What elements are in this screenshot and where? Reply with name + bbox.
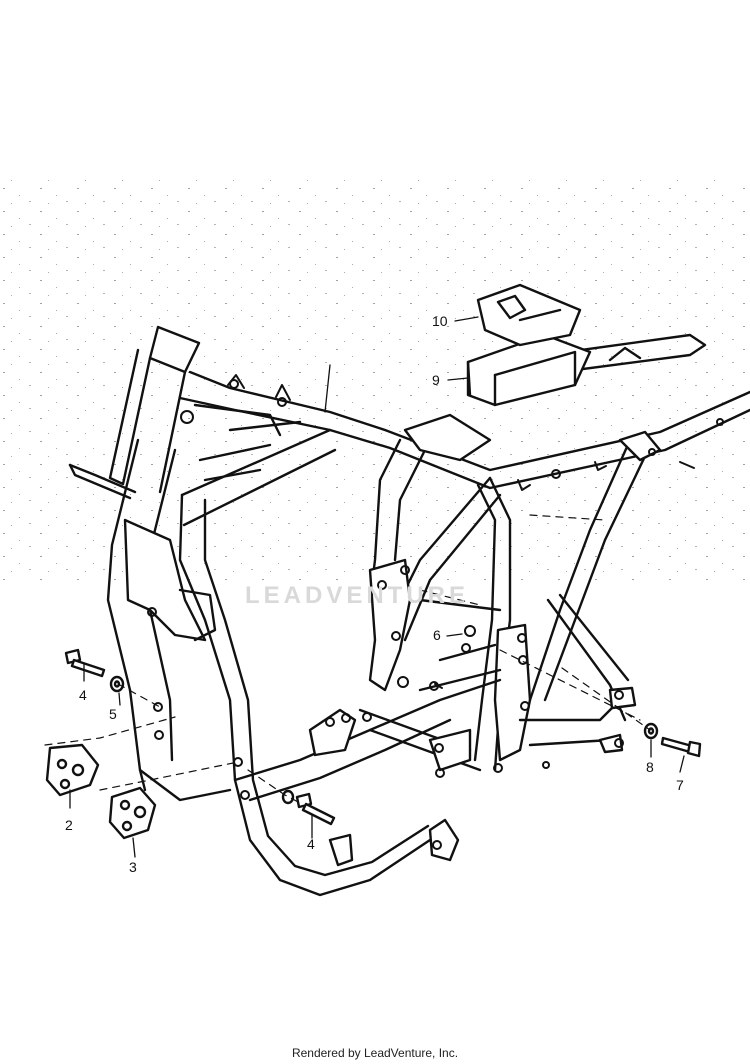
- plate-part-3: [108, 786, 157, 840]
- callout-3: 3: [129, 859, 137, 875]
- mounting-tabs: [308, 686, 637, 867]
- callout-5: 5: [109, 706, 117, 722]
- scan-noise: [0, 180, 750, 580]
- battery-box: [466, 333, 592, 407]
- callout-4-bottom: 4: [307, 836, 315, 852]
- washer-part-8: [643, 722, 659, 740]
- lower-cradle: [233, 598, 622, 802]
- callout-4-left: 4: [79, 687, 87, 703]
- callout-7: 7: [676, 777, 684, 793]
- washer-part-5: [109, 675, 125, 693]
- callout-8: 8: [646, 759, 654, 775]
- watermark: LEADVENTURE: [245, 582, 470, 609]
- washer-bottom: [281, 789, 295, 805]
- plate-part-2: [45, 743, 100, 797]
- callout-2: 2: [65, 817, 73, 833]
- bolt-part-4-bottom: [295, 792, 336, 826]
- assembly-dash-lines: [44, 514, 651, 804]
- callout-6: 6: [433, 627, 441, 643]
- steering-head: [68, 325, 201, 500]
- footer-credit: Rendered by LeadVenture, Inc.: [291, 1046, 459, 1060]
- frame-mount-holes: [147, 379, 724, 850]
- upper-rail: [543, 333, 707, 374]
- front-gusset: [123, 518, 217, 642]
- callout-9: 9: [432, 372, 440, 388]
- bolt-part-7: [660, 736, 702, 758]
- top-tube-brackets: [227, 374, 695, 689]
- bolt-part-4-left: [64, 648, 106, 678]
- tray-bracket: [403, 413, 492, 462]
- battery-cover: [476, 283, 582, 347]
- callout-10: 10: [432, 313, 448, 329]
- upper-cross-braces: [193, 403, 302, 482]
- leader-lines: [69, 316, 685, 858]
